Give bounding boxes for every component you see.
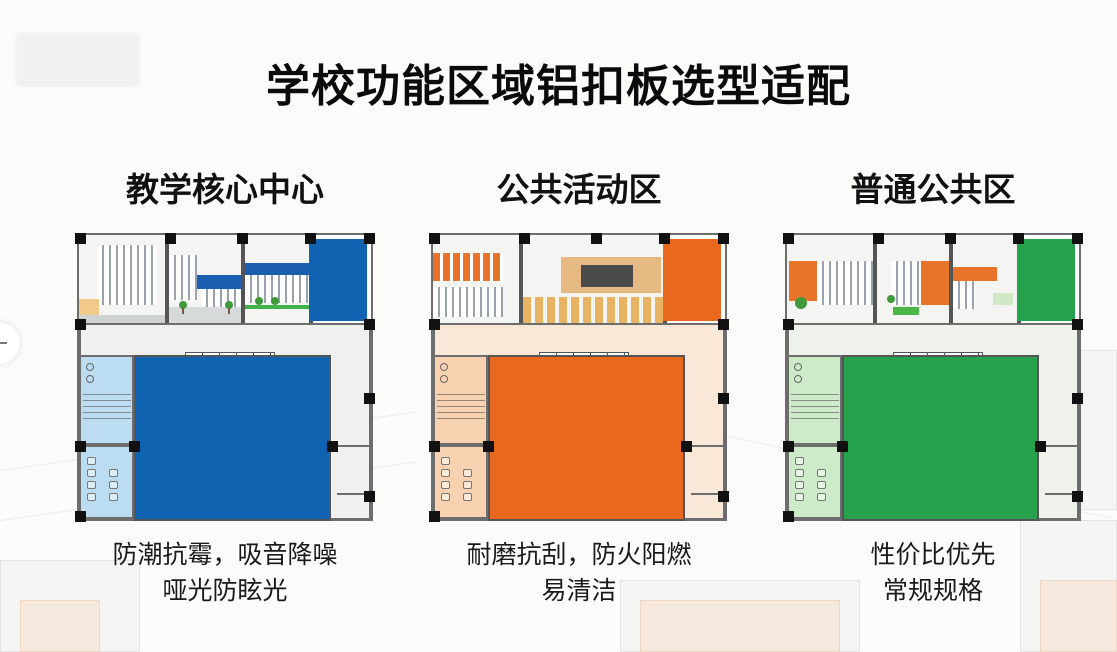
side-room bbox=[1045, 445, 1079, 495]
main-room-color-block bbox=[488, 355, 685, 521]
description-line-2: 哑光防眩光 bbox=[162, 576, 288, 605]
photo-strip bbox=[785, 233, 1081, 325]
photo-strip bbox=[77, 233, 373, 325]
stairwell-room bbox=[79, 355, 134, 445]
panel-description: 性价比优先 常规规格 bbox=[783, 537, 1083, 609]
panel-teaching: 教学核心中心 bbox=[75, 165, 375, 609]
panel-public-activity: 公共活动区 bbox=[429, 165, 729, 609]
main-room-color-block bbox=[842, 355, 1039, 521]
blurred-logo bbox=[15, 32, 140, 87]
restroom bbox=[79, 445, 134, 519]
building-photo bbox=[245, 235, 309, 323]
panel-title: 公共活动区 bbox=[496, 170, 662, 209]
courtyard-photo bbox=[169, 235, 241, 323]
side-collapse-handle[interactable] bbox=[0, 322, 20, 364]
floor-plan bbox=[429, 233, 729, 523]
campus-photo bbox=[787, 235, 873, 323]
courtyard-photo bbox=[877, 235, 949, 323]
floor-plan bbox=[75, 233, 375, 523]
panel-title: 普通公共区 bbox=[850, 170, 1016, 209]
description-line-2: 易清洁 bbox=[541, 576, 617, 605]
description-line-2: 常规规格 bbox=[882, 576, 983, 605]
description-line-1: 性价比优先 bbox=[870, 540, 996, 569]
panel-description: 防潮抗霉，吸音降噪 哑光防眩光 bbox=[75, 537, 375, 609]
color-swatch-small bbox=[663, 239, 721, 321]
hallway-photo bbox=[433, 235, 519, 323]
page-title: 学校功能区域铝扣板选型适配 bbox=[266, 61, 851, 112]
color-swatch-small bbox=[1017, 239, 1075, 321]
description-line-1: 耐磨抗刮，防火阳燃 bbox=[466, 540, 692, 569]
panel-title: 教学核心中心 bbox=[126, 170, 324, 209]
photo-strip bbox=[431, 233, 727, 325]
stairwell-room bbox=[787, 355, 842, 445]
color-swatch-small bbox=[309, 239, 367, 321]
campus-photo bbox=[79, 235, 165, 323]
restroom bbox=[787, 445, 842, 519]
panel-general-public: 普通公共区 bbox=[783, 165, 1083, 609]
description-line-1: 防潮抗霉，吸音降噪 bbox=[112, 540, 338, 569]
building-photo bbox=[953, 235, 1017, 323]
stairwell-room bbox=[433, 355, 488, 445]
floor-plan bbox=[783, 233, 1083, 523]
panel-description: 耐磨抗刮，防火阳燃 易清洁 bbox=[429, 537, 729, 609]
main-room-color-block bbox=[134, 355, 331, 521]
side-room bbox=[691, 445, 725, 495]
auditorium-photo bbox=[523, 235, 663, 323]
side-room bbox=[337, 445, 371, 495]
restroom bbox=[433, 445, 488, 519]
